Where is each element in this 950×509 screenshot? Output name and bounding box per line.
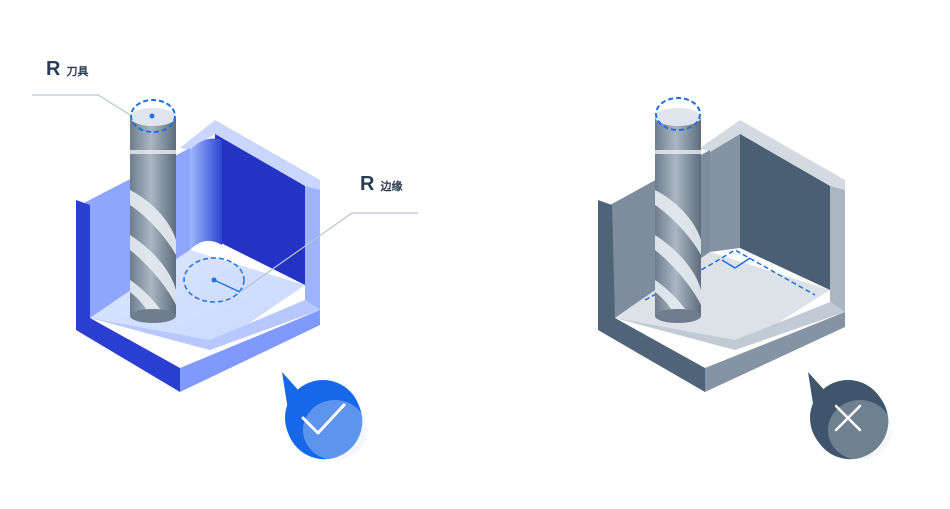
edge-radius-line <box>213 279 241 293</box>
block-right-outer <box>305 186 320 310</box>
block-left-outer <box>76 200 180 392</box>
block2-back-wall <box>740 134 830 290</box>
block-front-edge <box>180 310 320 392</box>
edge-radius-leader-line <box>239 212 418 293</box>
tool-radius-circle <box>130 99 176 133</box>
block-back-wall <box>215 134 305 285</box>
cross-badge <box>808 372 892 460</box>
block-top-rim <box>180 120 320 192</box>
block-front-edge-top <box>90 300 320 350</box>
check-badge <box>282 372 367 460</box>
edge-radius-circle <box>183 257 245 303</box>
edge-radius-letter: R <box>360 173 375 195</box>
tool-radius-center <box>149 113 155 119</box>
block2-front-edge <box>705 312 845 392</box>
right-panel-incorrect <box>598 97 892 460</box>
block2-right-outer <box>830 186 845 312</box>
edge-radius-label: R 边缘 <box>360 173 402 196</box>
tool2-radius-circle <box>655 97 701 131</box>
block2-left-outer <box>598 200 705 392</box>
cross-icon <box>834 404 862 432</box>
block2-back-wall-side <box>710 134 740 252</box>
left-panel-correct <box>32 94 418 460</box>
block2-front-edge-top <box>615 302 845 350</box>
tool-radius-text: 刀具 <box>66 65 89 78</box>
end-mill-tool-left <box>130 108 176 323</box>
check-icon <box>301 403 346 435</box>
tool-radius-label: R 刀具 <box>46 58 88 81</box>
end-mill-tool-right <box>655 108 701 323</box>
edge-radius-center <box>211 277 217 283</box>
sharp-corner-marker <box>721 257 751 269</box>
edge-radius-text: 边缘 <box>380 180 403 193</box>
block-rounded-corner <box>190 138 222 250</box>
block-floor <box>90 250 305 350</box>
block2-floor <box>615 252 830 350</box>
tool-radius-letter: R <box>46 58 61 80</box>
